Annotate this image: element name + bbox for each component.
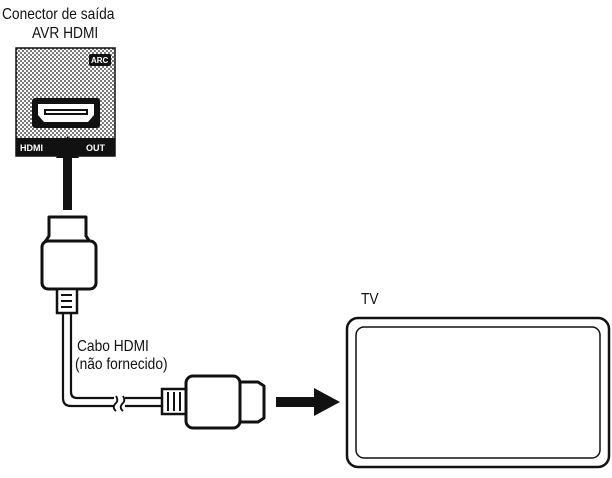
arc-badge: ARC xyxy=(89,54,111,66)
arc-badge-text: ARC xyxy=(91,56,109,65)
tv-screen xyxy=(345,316,611,469)
arrow-right-icon xyxy=(276,388,340,416)
avr-connector-label-line1: Conector de saída xyxy=(2,6,115,23)
arrow-up-icon xyxy=(56,136,79,210)
cable-break-left xyxy=(112,395,119,412)
cable-break-right xyxy=(119,395,126,412)
port-label-right: OUT xyxy=(86,143,106,153)
avr-panel: HDMI OUT ARC xyxy=(15,47,116,157)
avr-connector-label-line2: AVR HDMI xyxy=(32,25,99,42)
port-label-left: HDMI xyxy=(20,143,43,153)
hdmi-cable xyxy=(61,313,163,412)
cable-label-line2: (não fornecido) xyxy=(75,356,168,373)
hdmi-port xyxy=(32,98,100,128)
tv-label: TV xyxy=(361,291,379,308)
hdmi-plug-bottom xyxy=(160,374,266,430)
hdmi-plug-top xyxy=(40,215,98,315)
cable-label-line1: Cabo HDMI xyxy=(77,338,149,355)
